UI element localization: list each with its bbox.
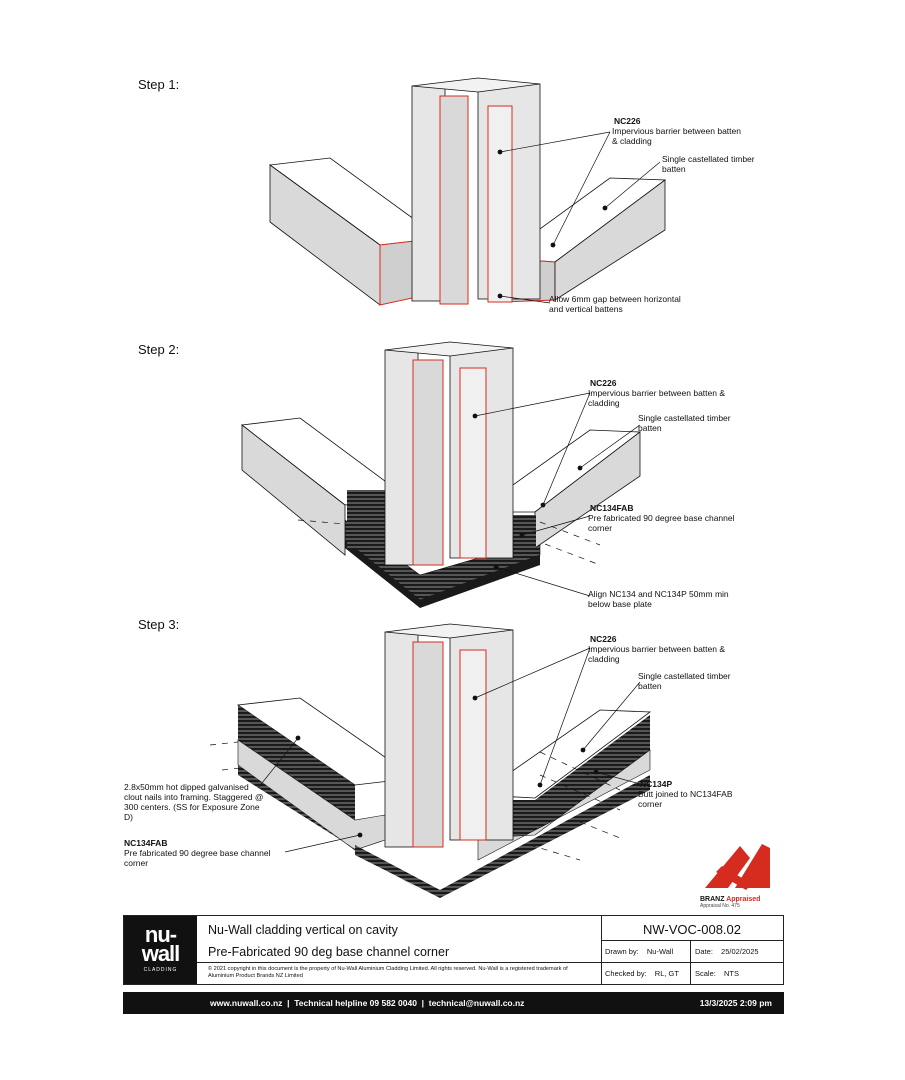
step-1-batten-label: Single castellated timber batten xyxy=(662,154,755,174)
step-1-group: Step 1: NC226 Impervious xyxy=(138,77,755,314)
checked-by-cell: Checked by: RL, GT xyxy=(601,963,691,984)
date-label: Date: xyxy=(695,947,713,956)
step-3-nc226-desc: Impervious barrier between batten & clad… xyxy=(588,644,726,664)
divider xyxy=(601,916,602,984)
checked-by-value: RL, GT xyxy=(654,969,679,978)
step-3-right-channel xyxy=(476,709,652,861)
step-2-left-batten xyxy=(240,417,409,556)
step-3-fab-code: NC134FAB xyxy=(124,838,167,848)
step-3-dash-lines xyxy=(209,741,621,861)
scale-value: NTS xyxy=(723,969,739,978)
drawing-title: Nu-Wall cladding vertical on cavity xyxy=(208,923,398,937)
footer-contact: www.nuwall.co.nz | Technical helpline 09… xyxy=(210,998,525,1008)
branz-logo-icon xyxy=(705,844,770,890)
branz-sub: Appraisal No. 475 xyxy=(700,903,740,909)
drawn-by-value: Nu-Wall xyxy=(646,947,674,956)
step-1-heading: Step 1: xyxy=(138,77,179,92)
step-2-align-label: Align NC134 and NC134P 50mm min below ba… xyxy=(588,589,729,609)
drawn-by-label: Drawn by: xyxy=(605,947,639,956)
step-2-dash-lines xyxy=(297,519,601,566)
step-1-vertical-battens xyxy=(411,77,541,305)
step-3-leaders xyxy=(257,647,641,853)
step-3-fab-desc: Pre fabricated 90 degree base channel co… xyxy=(124,848,271,868)
step-2-vertical-battens xyxy=(384,341,514,566)
step-2-group: Step 2: xyxy=(138,341,735,609)
document-number: NW-VOC-008.02 xyxy=(601,916,783,941)
divider xyxy=(197,962,601,963)
step-1-leaders xyxy=(499,131,661,304)
nuwall-logo: nu- wall CLADDING xyxy=(124,916,197,984)
step-3-heading: Step 3: xyxy=(138,617,179,632)
copyright-notice: © 2021 copyright in this document is the… xyxy=(208,966,568,979)
step-2-nc226-code: NC226 xyxy=(590,378,617,388)
step-1-nc226-desc: Impervious barrier between batten & clad… xyxy=(612,126,741,146)
step-3-vertical-battens xyxy=(384,623,514,848)
scale-label: Scale: xyxy=(695,969,716,978)
step-3-nc226-code: NC226 xyxy=(590,634,617,644)
step-1-gap-label: Allow 6mm gap between horizontal and ver… xyxy=(549,294,681,314)
step-2-leaders xyxy=(474,392,641,597)
logo-sub: CLADDING xyxy=(143,967,178,973)
branz-brand: BRANZ xyxy=(700,896,725,903)
logo-text: nu- wall xyxy=(141,922,181,966)
step-1-nc226-code: NC226 xyxy=(614,116,641,126)
date-cell: Date: 25/02/2025 xyxy=(691,941,783,963)
step-3-p-desc: Butt joined to NC134FAB corner xyxy=(638,789,733,809)
footer-bar: www.nuwall.co.nz | Technical helpline 09… xyxy=(123,992,784,1014)
branz-word: Appraised xyxy=(726,896,761,903)
step-3-group: Step 3: xyxy=(124,617,733,898)
date-value: 25/02/2025 xyxy=(721,947,759,956)
step-3-p-code: NC134P xyxy=(640,779,672,789)
drawn-by-cell: Drawn by: Nu-Wall xyxy=(601,941,691,963)
step-2-fab-desc: Pre fabricated 90 degree base channel co… xyxy=(588,513,735,533)
step-2-heading: Step 2: xyxy=(138,342,179,357)
checked-by-label: Checked by: xyxy=(605,969,647,978)
step-2-batten-label: Single castellated timber batten xyxy=(638,413,731,433)
step-2-nc226-desc: Impervious barrier between batten & clad… xyxy=(588,388,726,408)
title-block: nu- wall CLADDING Nu-Wall cladding verti… xyxy=(123,915,784,985)
step-3-nails-label: 2.8x50mm hot dipped galvanised clout nai… xyxy=(124,782,264,822)
scale-cell: Scale: NTS xyxy=(691,963,783,984)
branz-appraised-badge: BRANZ Appraised Appraisal No. 475 xyxy=(700,838,780,909)
drawing-subtitle: Pre-Fabricated 90 deg base channel corne… xyxy=(208,945,450,959)
step-3-batten-label: Single castellated timber batten xyxy=(638,671,731,691)
print-timestamp: 13/3/2025 2:09 pm xyxy=(699,998,772,1008)
step-2-fab-code: NC134FAB xyxy=(590,503,633,513)
